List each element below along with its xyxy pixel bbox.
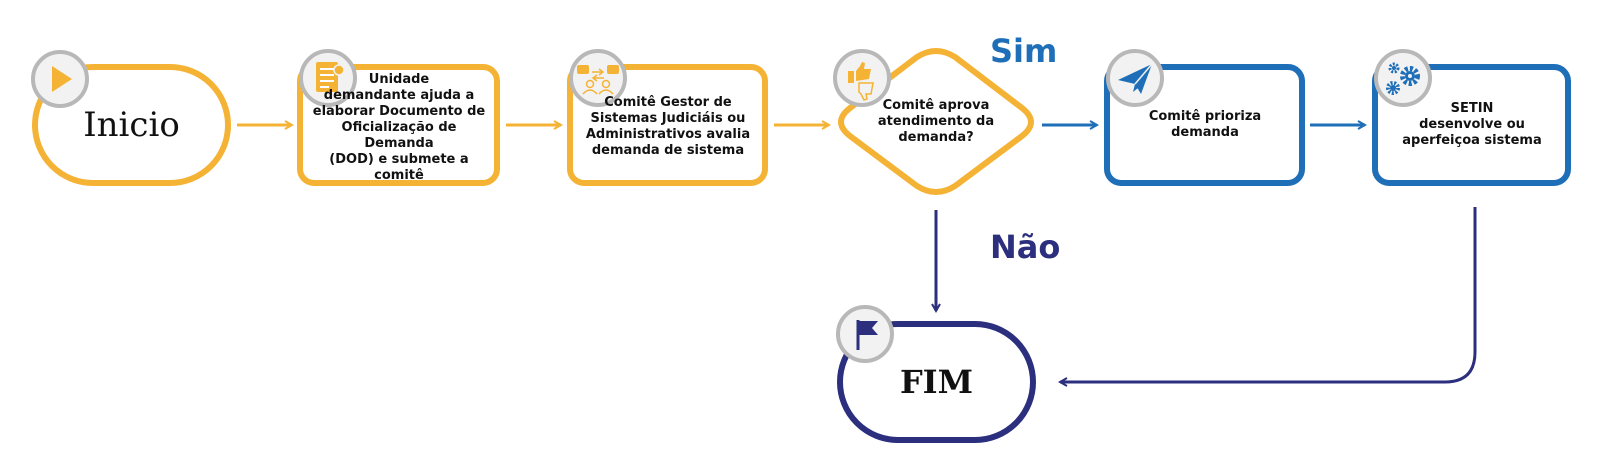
start-label-text: Inicio	[83, 105, 180, 145]
document-checklist-icon	[299, 49, 357, 107]
paper-plane-icon	[1106, 49, 1164, 107]
step1-label: Unidade demandante ajuda a elaborar Docu…	[305, 72, 493, 183]
end-label: FIM	[843, 327, 1030, 437]
step3-label-text: Comitê prioriza demanda	[1148, 109, 1262, 140]
step2-label: Comitê Gestor de Sistemas Judiciáis ou A…	[574, 72, 762, 178]
play-icon	[31, 50, 89, 108]
decision-label-text: Comitê aprova atendimento da demanda?	[877, 98, 995, 145]
start-label: Inicio	[38, 70, 225, 180]
decision-label: Comitê aprova atendimento da demanda?	[860, 82, 1012, 162]
gears-icon	[1374, 49, 1432, 107]
thumbs-up-down-icon	[833, 49, 891, 107]
step4-label-text: SETIN desenvolve ou aperfeiçoa sistema	[1402, 101, 1542, 148]
arrow-step4-to-end	[1060, 207, 1477, 382]
end-terminal-shape	[837, 321, 1036, 443]
step1-label-text: Unidade demandante ajuda a elaborar Docu…	[312, 72, 486, 183]
no-branch-label: Não	[990, 228, 1061, 266]
yes-branch-label: Sim	[990, 32, 1058, 70]
step4-label: SETIN desenvolve ou aperfeiçoa sistema	[1380, 72, 1564, 178]
step2-label-text: Comitê Gestor de Sistemas Judiciáis ou A…	[585, 95, 751, 158]
end-label-text: FIM	[899, 363, 974, 401]
flag-icon	[836, 305, 894, 363]
step3-label: Comitê prioriza demanda	[1112, 72, 1298, 178]
people-discussion-icon	[569, 49, 627, 107]
